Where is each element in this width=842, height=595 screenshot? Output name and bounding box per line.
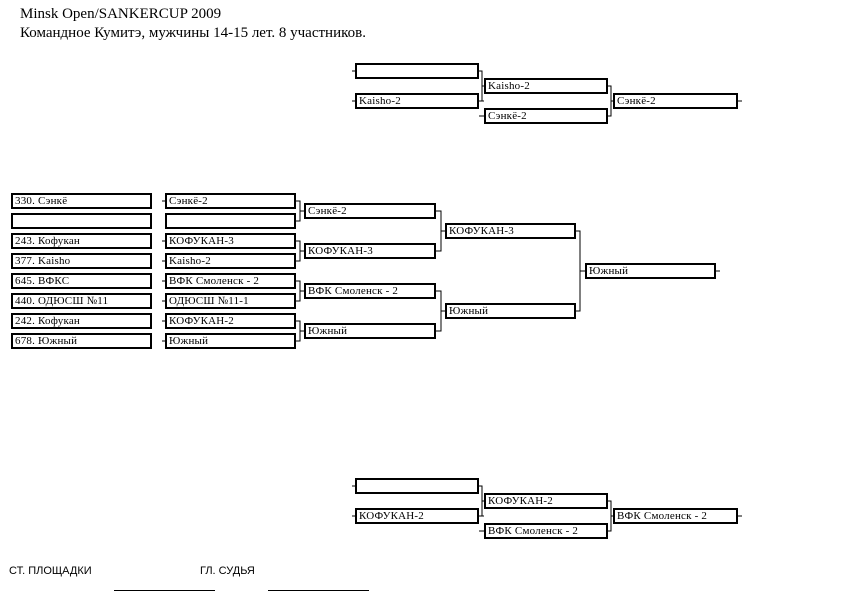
participant-slot: 678. Южный (11, 333, 152, 349)
chief-judge-label: ГЛ. СУДЬЯ (200, 565, 255, 577)
round1-slot: Сэнкё-2 (165, 193, 296, 209)
repechage-top-r1-slot: Kaisho-2 (355, 93, 479, 109)
repechage-bottom-r2-slot: КОФУКАН-2 (484, 493, 608, 509)
semifinal-slot: Южный (445, 303, 576, 319)
round1-slot: ОДЮСШ №11-1 (165, 293, 296, 309)
round1-slot: Южный (165, 333, 296, 349)
round1-slot: ВФК Смоленск - 2 (165, 273, 296, 289)
semifinal-slot: КОФУКАН-3 (445, 223, 576, 239)
quarterfinal-slot: ВФК Смоленск - 2 (304, 283, 436, 299)
repechage-bottom-r1-slot: КОФУКАН-2 (355, 508, 479, 524)
repechage-bottom-r1-slot (355, 478, 479, 494)
final-winner-slot: Южный (585, 263, 716, 279)
referee-label: СТ. ПЛОЩАДКИ (9, 565, 92, 577)
repechage-bottom-result-slot: ВФК Смоленск - 2 (613, 508, 738, 524)
chief-judge-signature-line (268, 590, 369, 591)
participant-slot: 243. Кофукан (11, 233, 152, 249)
participant-slot: 440. ОДЮСШ №11 (11, 293, 152, 309)
participant-slot: 377. Kaisho (11, 253, 152, 269)
quarterfinal-slot: КОФУКАН-3 (304, 243, 436, 259)
round1-slot: КОФУКАН-2 (165, 313, 296, 329)
repechage-top-result-slot: Сэнкё-2 (613, 93, 738, 109)
quarterfinal-slot: Сэнкё-2 (304, 203, 436, 219)
round1-slot: КОФУКАН-3 (165, 233, 296, 249)
referee-signature-line (114, 590, 215, 591)
round1-slot (165, 213, 296, 229)
participant-slot: 645. ВФКС (11, 273, 152, 289)
round1-slot: Kaisho-2 (165, 253, 296, 269)
repechage-top-r2-slot: Сэнкё-2 (484, 108, 608, 124)
participant-slot: 330. Сэнкё (11, 193, 152, 209)
repechage-top-r2-slot: Kaisho-2 (484, 78, 608, 94)
repechage-top-r1-slot (355, 63, 479, 79)
quarterfinal-slot: Южный (304, 323, 436, 339)
page-title: Minsk Open/SANKERCUP 2009 (20, 6, 222, 22)
participant-slot (11, 213, 152, 229)
repechage-bottom-r2-slot: ВФК Смоленск - 2 (484, 523, 608, 539)
page-subtitle: Командное Кумитэ, мужчины 14-15 лет. 8 у… (20, 25, 366, 41)
participant-slot: 242. Кофукан (11, 313, 152, 329)
